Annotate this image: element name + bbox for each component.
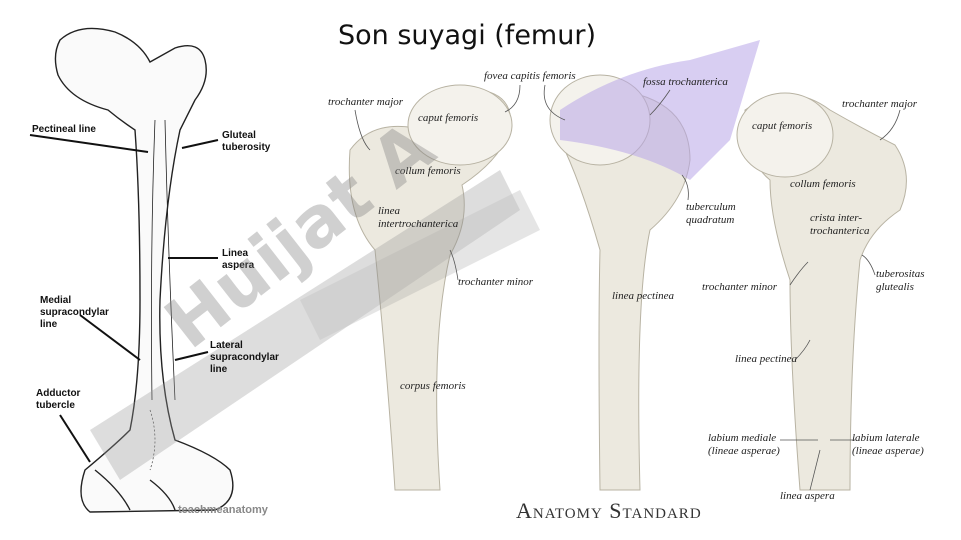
label-linea-aspera-right: linea aspera [780,490,835,502]
teachmeanatomy-credit: teachmeanatomy [178,504,268,516]
label-labium-laterale: labium laterale (lineae asperae) [852,432,924,457]
label-adductor-tubercle: Adductor tubercle [36,388,81,411]
label-linea-pectinea-2: linea pectinea [735,353,798,365]
label-linea-aspera: Linea aspera [222,248,255,271]
label-fossa-trochanterica: fossa trochanterica [643,76,728,88]
label-linea-intertrochanterica: linea intertrochanterica [378,205,459,230]
label-lateral-supracondylar: Lateral supracondylar line [210,340,279,375]
left-leader-lines [29,134,219,463]
label-gluteal-tuberosity: Gluteal tuberosity [222,130,271,153]
label-tuberculum-quadratum: tuberculum quadratum [686,201,736,226]
label-pectineal-line: Pectineal line [32,124,96,135]
label-collum-femoris-1: collum femoris [395,165,461,177]
label-caput-femoris-2: caput femoris [752,120,813,132]
label-medial-supracondylar: Medial supracondylar line [40,295,109,330]
femur-line-drawing [54,27,234,513]
label-corpus-femoris: corpus femoris [400,380,466,392]
femur-posterior-view [736,92,907,491]
label-caput-femoris-1: caput femoris [418,112,479,124]
label-crista-intertrochanterica: crista inter-trochanterica [810,212,870,237]
label-trochanter-major-2: trochanter major [842,98,918,110]
anatomy-standard-brand: Anatomy Standard [516,498,702,523]
label-trochanter-minor-2: trochanter minor [702,281,778,293]
femur-anterior-view [348,84,513,491]
page-title: Son suyagi (femur) [338,20,596,51]
watermark-shapes [90,40,760,480]
label-fovea-capitis: fovea capitis femoris [484,70,576,82]
label-trochanter-minor-1: trochanter minor [458,276,534,288]
label-labium-mediale: labium mediale (lineae asperae) [708,432,780,457]
right-leader-lines [354,84,901,491]
label-trochanter-major-1: trochanter major [328,96,404,108]
label-tuberositas-glutealis: tuberositas glutealis [876,268,925,293]
label-collum-femoris-2: collum femoris [790,178,856,190]
label-linea-pectinea-1: linea pectinea [612,290,675,302]
